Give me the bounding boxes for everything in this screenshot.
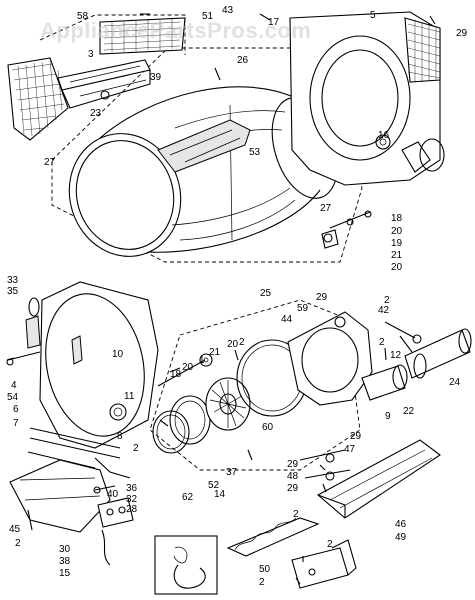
callout-30: 30	[59, 544, 71, 555]
front-bulkhead-hardware	[6, 297, 41, 366]
callout-29-left: 29	[287, 459, 299, 470]
callout-58: 58	[77, 11, 89, 22]
callout-38: 38	[59, 556, 71, 567]
callout-25: 25	[260, 288, 272, 299]
callout-54: 54	[7, 392, 19, 403]
callout-8: 8	[117, 431, 123, 442]
callout-4: 4	[11, 380, 17, 391]
rear-grille	[404, 17, 441, 83]
callout-3: 3	[88, 49, 94, 60]
callout-42: 42	[378, 305, 390, 316]
kit-inset-box	[154, 535, 218, 595]
callout-46: 46	[395, 519, 407, 530]
callout-53: 53	[249, 147, 261, 158]
callout-35: 35	[7, 286, 19, 297]
callout-49: 49	[395, 532, 407, 543]
callout-21: 21	[391, 250, 403, 261]
callout-51: 51	[202, 11, 214, 22]
callout-62: 62	[182, 492, 194, 503]
blower-wheel	[205, 377, 251, 431]
callout-2-bracket: 2	[327, 539, 333, 550]
callout-33: 33	[7, 275, 19, 286]
callout-2-toe: 2	[15, 538, 21, 549]
callout-37: 37	[226, 467, 238, 478]
callout-21-idler: 21	[209, 347, 221, 358]
blower-seal-rings	[152, 395, 211, 454]
rear-drum-panel	[289, 11, 445, 186]
callout-48: 48	[287, 471, 299, 482]
callout-29-lower: 29	[287, 483, 299, 494]
callout-27-front: 27	[44, 157, 56, 168]
fastener-screws	[6, 13, 436, 585]
callout-27-rear: 27	[320, 203, 332, 214]
front-rails	[27, 427, 131, 479]
callout-29: 29	[456, 28, 468, 39]
thermal-fuse-cluster	[93, 485, 134, 566]
thermostat-bracket	[291, 539, 357, 589]
callout-60: 60	[262, 422, 274, 433]
callout-2-ring: 2	[133, 443, 139, 454]
callout-19: 19	[391, 238, 403, 249]
callout-40: 40	[107, 489, 119, 500]
lint-housing-rail	[57, 59, 151, 109]
callout-20-top: 20	[227, 339, 239, 350]
callout-47: 47	[344, 444, 356, 455]
callout-24: 24	[449, 377, 461, 388]
callout-20-lower: 20	[391, 262, 403, 273]
callout-2-blower: 2	[239, 337, 245, 348]
callout-26: 26	[237, 55, 249, 66]
callout-15: 15	[59, 568, 71, 579]
heater-housing	[299, 439, 441, 519]
blower-housing	[287, 311, 373, 406]
callout-32: 32	[126, 494, 138, 505]
upper-left-dashed-outline	[39, 14, 186, 55]
callout-2-exhaust: 2	[379, 337, 385, 348]
idler-and-pulley	[157, 353, 213, 387]
callout-5: 5	[370, 10, 376, 21]
callout-36: 36	[126, 483, 138, 494]
callout-18: 18	[391, 213, 403, 224]
callout-29-heater: 29	[350, 431, 362, 442]
callout-23: 23	[90, 108, 102, 119]
heater-element	[226, 517, 320, 557]
callout-12: 12	[390, 350, 402, 361]
callout-59: 59	[297, 303, 309, 314]
callout-6: 6	[13, 404, 19, 415]
callout-43: 43	[222, 5, 234, 16]
callout-45: 45	[9, 524, 21, 535]
callout-16: 16	[378, 130, 390, 141]
callout-9: 9	[385, 411, 391, 422]
exhaust-duct	[361, 321, 472, 401]
callout-17: 17	[268, 17, 280, 28]
toe-panel	[9, 459, 111, 533]
callout-10: 10	[112, 349, 124, 360]
callout-18-front: 18	[170, 369, 182, 380]
callout-2-bottom: 2	[259, 577, 265, 588]
drum-assembly-dashed-outline	[51, 47, 363, 263]
callout-44: 44	[281, 314, 293, 325]
drum-baffle	[157, 119, 251, 173]
callout-14: 14	[214, 489, 226, 500]
callout-20: 20	[391, 226, 403, 237]
callout-28: 28	[126, 504, 138, 515]
front-bulkhead	[39, 281, 159, 449]
callout-39: 39	[150, 72, 162, 83]
callout-22: 22	[403, 406, 415, 417]
callout-2-duct: 2	[384, 295, 390, 306]
lint-screen	[7, 57, 69, 141]
callout-2-heater: 2	[293, 509, 299, 520]
callout-1: 1	[199, 355, 205, 366]
callout-50: 50	[259, 564, 271, 575]
front-grille-panel	[99, 17, 186, 55]
callout-29-duct: 29	[316, 292, 328, 303]
callout-20-idler: 20	[182, 362, 194, 373]
rear-bearing-hardware	[321, 210, 372, 249]
blower-dashed-outline	[149, 299, 361, 471]
callout-11: 11	[124, 391, 135, 402]
callout-52: 52	[208, 480, 220, 491]
callout-7: 7	[13, 418, 19, 429]
